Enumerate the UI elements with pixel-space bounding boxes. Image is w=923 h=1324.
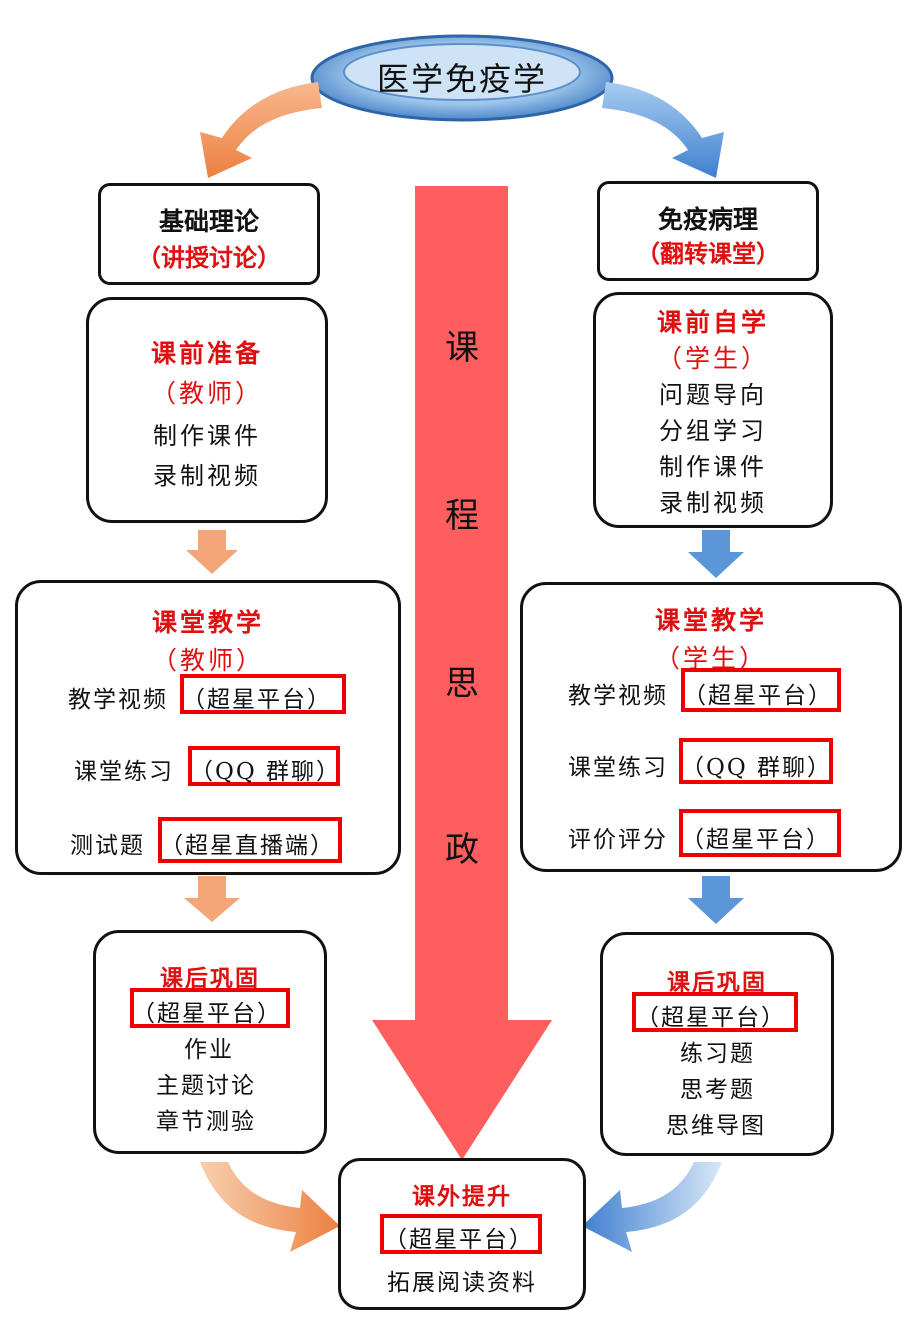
left-class-row-3-platform: （超星直播端）	[160, 833, 335, 859]
right-down-arrow-2	[688, 876, 744, 924]
left-down-arrow-2	[184, 876, 240, 922]
right-header-box: 免疫病理 （翻转课堂）	[597, 181, 819, 281]
right-header-subtitle: （翻转课堂）	[636, 239, 780, 268]
top-right-blue-arrow	[602, 82, 724, 178]
left-class-row-3-platform-box	[158, 817, 342, 863]
left-class-row-2-label: 课堂练习	[74, 759, 174, 785]
right-post-item-3: 思维导图	[666, 1113, 766, 1139]
extracurricular-item: 拓展阅读资料	[387, 1270, 537, 1296]
left-class-row-1-platform: （超星平台）	[182, 687, 332, 713]
left-post-title: 课后巩固	[160, 965, 260, 992]
right-class-row-3-label: 评价评分	[568, 827, 668, 853]
title: 医学免疫学	[376, 60, 547, 98]
right-class-row-3-platform: （超星平台）	[681, 827, 831, 853]
extracurricular-platform: （超星平台）	[384, 1227, 534, 1253]
right-post-item-2: 思考题	[680, 1077, 755, 1103]
left-class-row-2-platform-box	[188, 746, 340, 786]
left-pre-item-2: 录制视频	[153, 462, 261, 490]
left-pre-title: 课前准备	[150, 339, 263, 368]
right-pre-item-4: 录制视频	[659, 489, 767, 517]
left-post-class-box: 课后巩固	[93, 930, 327, 1154]
left-class-box: 课堂教学 （教师）	[15, 580, 401, 875]
right-class-row-1-label: 教学视频	[568, 683, 668, 709]
left-class-title: 课堂教学	[151, 608, 264, 637]
left-header-box: 基础理论 （讲授讨论）	[98, 183, 320, 285]
extracurricular-title: 课外提升	[412, 1183, 512, 1210]
left-pre-role: （教师）	[150, 379, 263, 408]
right-down-arrow-1	[688, 530, 744, 578]
right-pre-item-2: 分组学习	[659, 417, 767, 445]
right-pre-item-1: 问题导向	[659, 381, 767, 409]
left-post-platform-box	[130, 988, 290, 1028]
right-class-row-1-platform: （超星平台）	[683, 683, 833, 709]
bottom-left-orange-arrow	[200, 1162, 340, 1252]
center-char-4: 政	[445, 830, 479, 870]
right-header-title: 免疫病理	[657, 205, 758, 234]
left-pre-item-1: 制作课件	[153, 422, 261, 450]
right-post-title: 课后巩固	[667, 969, 767, 996]
left-post-item-3: 章节测验	[156, 1109, 256, 1135]
right-class-row-2-label: 课堂练习	[568, 755, 668, 781]
right-post-platform-box	[632, 992, 798, 1032]
right-pre-item-3: 制作课件	[659, 453, 767, 481]
right-class-row-2-platform-box	[679, 738, 833, 784]
right-post-class-box: 课后巩固	[600, 932, 834, 1156]
left-post-platform: （超星平台）	[132, 1001, 282, 1027]
left-down-arrow-1	[186, 530, 238, 574]
right-class-title: 课堂教学	[654, 606, 767, 635]
left-post-item-2: 主题讨论	[156, 1073, 256, 1099]
right-post-platform: （超星平台）	[636, 1005, 786, 1031]
left-class-row-3-label: 测试题	[70, 833, 145, 859]
right-pre-title: 课前自学	[656, 308, 769, 337]
bottom-right-blue-arrow	[582, 1162, 722, 1252]
center-red-arrow	[372, 186, 552, 1160]
left-class-role: （教师）	[151, 646, 264, 675]
right-class-row-1-platform-box	[681, 668, 841, 712]
right-post-item-1: 练习题	[680, 1041, 755, 1067]
left-post-item-1: 作业	[184, 1037, 234, 1063]
right-class-row-2-platform: （QQ 群聊）	[681, 755, 833, 781]
center-char-1: 课	[445, 328, 479, 368]
right-pre-class-box: 课前自学 （学生） 问题导向 分组学习 制作课件 录制视频	[593, 292, 833, 528]
right-pre-role: （学生）	[656, 344, 769, 373]
left-class-row-1-label: 教学视频	[68, 687, 168, 713]
right-class-row-3-platform-box	[679, 809, 841, 857]
left-class-row-2-platform: （QQ 群聊）	[190, 759, 342, 785]
center-char-3: 思	[445, 664, 479, 704]
extracurricular-box: 课外提升 拓展阅读资料	[338, 1158, 586, 1310]
left-header-title: 基础理论	[158, 207, 259, 236]
top-left-orange-arrow	[200, 82, 322, 178]
center-char-2: 程	[445, 496, 479, 536]
extracurricular-platform-box	[380, 1214, 542, 1254]
left-pre-class-box: 课前准备 （教师） 制作课件 录制视频	[86, 297, 328, 523]
left-class-row-1-platform-box	[180, 674, 346, 714]
left-header-subtitle: （讲授讨论）	[137, 243, 281, 272]
